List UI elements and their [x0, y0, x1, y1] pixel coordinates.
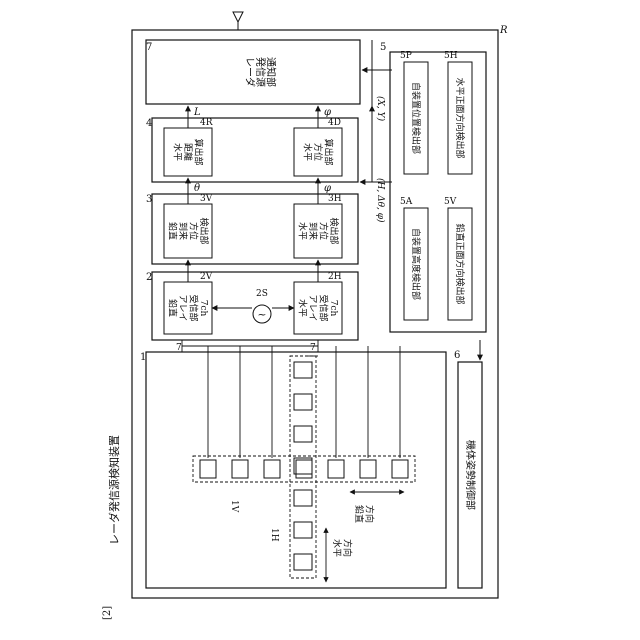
notify-label: レーダ発信源通知部 — [244, 57, 278, 87]
ref-osc: 2S — [256, 289, 268, 299]
ref-pos: 5P — [400, 51, 412, 61]
ref-vfront: 5V — [444, 197, 457, 207]
ref-notify: 7 — [146, 42, 152, 53]
range-calc-label: 水平距離算出部 — [172, 138, 205, 165]
horizontal-antenna-element — [294, 490, 312, 506]
vertical-antenna-element — [296, 460, 312, 478]
figure-label: [2] — [102, 606, 113, 620]
horizontal-antenna-element — [294, 554, 312, 570]
rx-v-label: 鉛直アレイ受信部7ch — [166, 294, 208, 321]
ref-det-v: 3V — [200, 194, 213, 204]
oscillator-symbol: ~ — [257, 308, 266, 321]
signal-phi-top: φ — [324, 107, 331, 118]
attitude-label: 機体姿勢制御部 — [464, 440, 477, 510]
det-h-label: 水平到来方位検出部 — [296, 217, 340, 244]
ref-hfront: 5H — [444, 51, 458, 61]
vertical-antenna-element — [264, 460, 280, 478]
antenna-icon — [233, 12, 255, 30]
direction-horizontal-label: 水平方向 — [331, 539, 354, 557]
rx-h-label: 水平アレイ受信部7ch — [296, 294, 338, 321]
signal-h-dtheta-phi: (H, Δθ, φ) — [375, 178, 386, 223]
ref-calc-d: 4D — [328, 118, 341, 128]
alt-label: 自装置高度検出部 — [410, 228, 422, 300]
signal-theta: θ — [194, 183, 200, 194]
feed-lines — [182, 340, 400, 458]
ref-vertical-array: 1V — [229, 500, 239, 513]
direction-vertical-label: 鉛直方向 — [353, 505, 376, 523]
vertical-antenna-element — [328, 460, 344, 478]
vertical-array-elements — [200, 460, 408, 478]
ref-det-h: 3H — [328, 194, 342, 204]
ch-v-label: 7 — [176, 343, 182, 353]
ref-sensors: 5 — [380, 42, 386, 53]
vertical-antenna-element — [360, 460, 376, 478]
signal-phi-mid: φ — [324, 183, 331, 194]
apparatus-title: レーダ発信源検知装置 — [107, 435, 121, 545]
det-v-label: 鉛直到来方位検出部 — [166, 217, 210, 244]
signal-xy: (X, Y) — [375, 96, 386, 122]
vfront-label: 鉛直正面方向検出部 — [454, 223, 466, 304]
ref-calc-r: 4R — [200, 118, 213, 128]
vertical-antenna-element — [200, 460, 216, 478]
pos-label: 自装置位置検出部 — [410, 82, 422, 154]
vertical-antenna-element — [232, 460, 248, 478]
horizontal-array-elements — [294, 362, 312, 570]
ref-attitude: 6 — [454, 350, 460, 361]
signal-L: L — [193, 107, 201, 118]
ref-rx-v: 2V — [200, 272, 213, 282]
horizontal-antenna-element — [294, 362, 312, 378]
ref-array: 1 — [140, 352, 146, 363]
azimuth-calc-label: 水平方位算出部 — [302, 138, 335, 165]
ch-h-label: 7 — [310, 343, 316, 353]
horizontal-antenna-element — [294, 522, 312, 538]
hfront-label: 水平正面方向検出部 — [454, 77, 466, 158]
ref-rx-h: 2H — [328, 272, 342, 282]
ref-alt: 5A — [400, 197, 413, 207]
ref-calc: 4 — [146, 118, 152, 129]
vertical-antenna-element — [392, 460, 408, 478]
ref-arrival: 3 — [146, 194, 152, 205]
horizontal-antenna-element — [294, 394, 312, 410]
horizontal-antenna-element — [294, 426, 312, 442]
ref-horizontal-array: 1H — [269, 528, 279, 542]
ref-apparatus: R — [499, 25, 508, 36]
ref-receivers: 2 — [146, 272, 152, 283]
